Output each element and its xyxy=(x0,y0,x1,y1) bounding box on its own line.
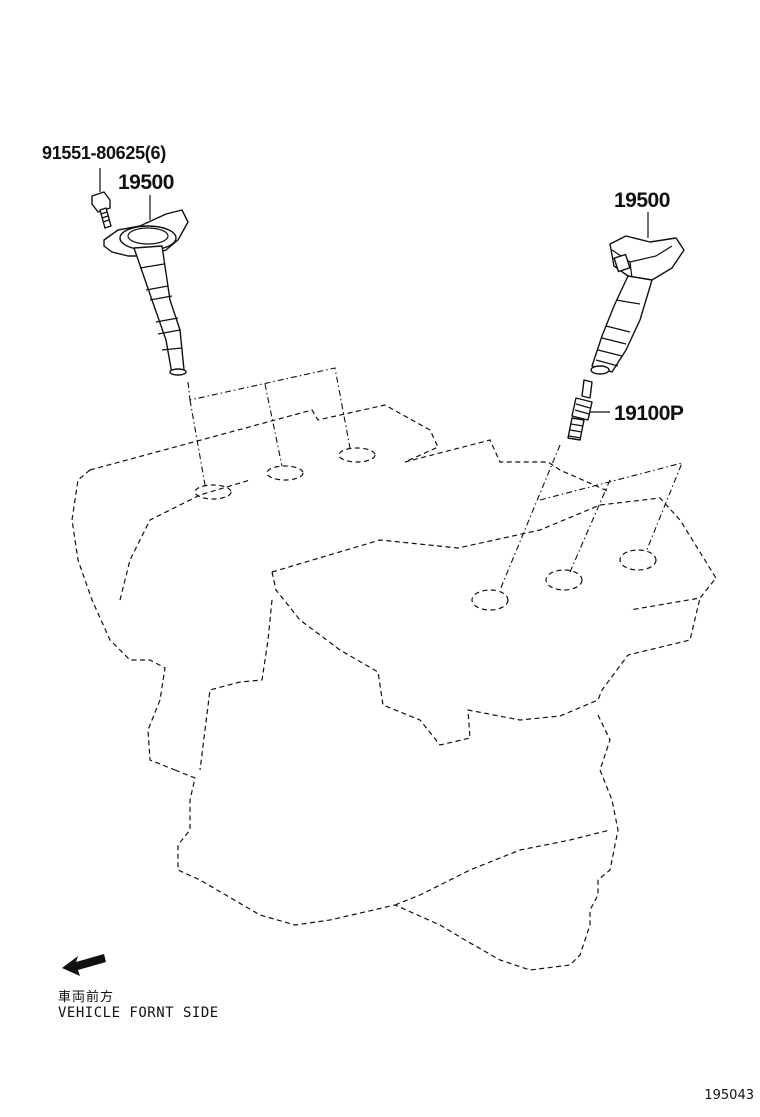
plug-hole-rear-3 xyxy=(338,447,376,463)
spark-plug-part xyxy=(567,379,610,441)
bolt-shank xyxy=(99,207,112,229)
bolt-head xyxy=(91,191,111,213)
front-index-frame xyxy=(499,444,683,591)
rear-head-outline xyxy=(71,404,611,771)
timing-cover-edge xyxy=(119,479,251,601)
block-body-outline xyxy=(174,714,619,971)
vehicle-front-label-en: VEHICLE FORNT SIDE xyxy=(58,1005,219,1021)
block-bottom-edge xyxy=(394,829,611,906)
ignition-coil-right-part xyxy=(590,212,685,375)
vehicle-front-arrow-icon xyxy=(62,954,106,976)
spark-plug-thread xyxy=(567,417,585,441)
plug-hole-front-3 xyxy=(619,549,657,571)
plug-hole-front-1 xyxy=(471,589,509,611)
vehicle-front-label-jp: 車両前方 xyxy=(58,990,115,1005)
rear-index-frame xyxy=(187,367,351,486)
plug-hole-rear-2 xyxy=(266,465,304,481)
spark-plug-hex xyxy=(571,397,593,421)
index-lines xyxy=(187,367,683,591)
front-head-outline xyxy=(271,497,717,746)
coil-right-part-number[interactable]: 19500 xyxy=(614,189,670,212)
bolt-part-number[interactable]: 91551-80625(6) xyxy=(42,143,166,163)
plug-hole-front-2 xyxy=(545,569,583,591)
bolt-part xyxy=(91,168,112,229)
coil-right-body xyxy=(591,275,653,373)
engine-block-outline xyxy=(71,404,717,971)
spark-plug-insulator xyxy=(581,379,593,399)
spark-plug-part-number[interactable]: 19100P xyxy=(614,402,684,425)
coil-left-part-number[interactable]: 19500 xyxy=(118,171,174,194)
figure-id: 195043 xyxy=(704,1088,754,1103)
plug-hole-rear-1 xyxy=(194,484,232,500)
ignition-coil-left-part xyxy=(103,195,189,376)
block-mid-edge xyxy=(199,599,273,771)
